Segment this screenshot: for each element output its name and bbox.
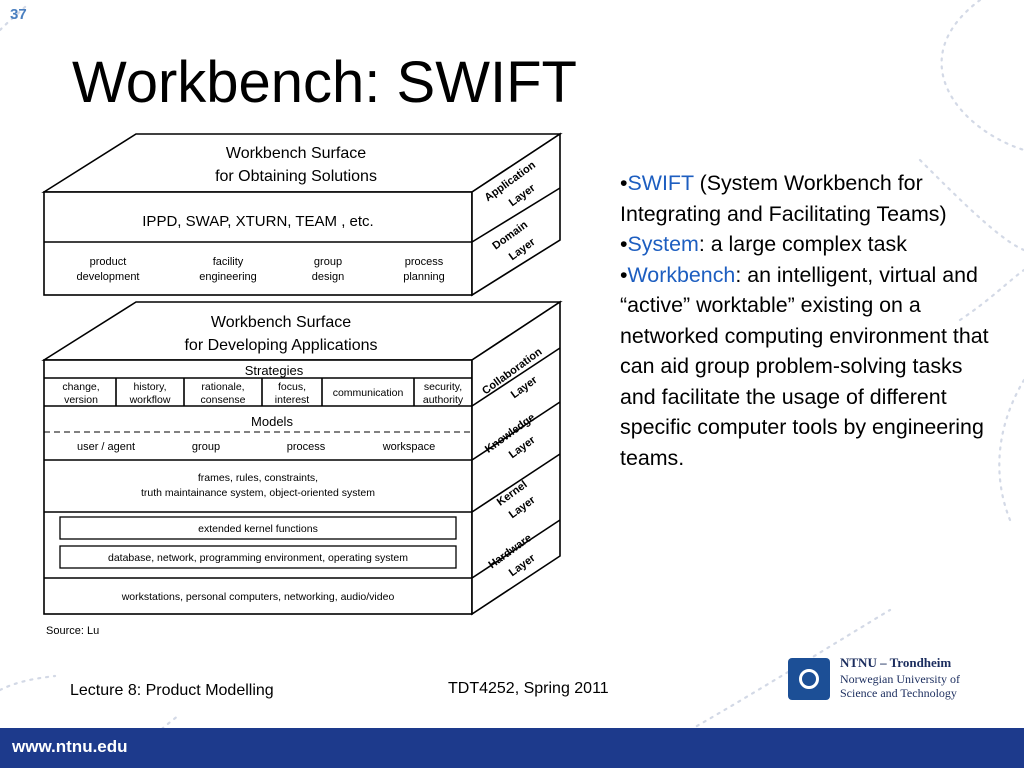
strategies-label: Strategies bbox=[245, 363, 304, 378]
upper-item-2-line2: engineering bbox=[199, 271, 257, 283]
strategy-2-line1: history, bbox=[133, 381, 166, 393]
footer-course: TDT4252, Spring 2011 bbox=[448, 680, 609, 697]
strategy-1-line2: version bbox=[64, 394, 98, 406]
kernel-box-2-text: database, network, programming environme… bbox=[108, 552, 408, 564]
bullet-list: •SWIFT (System Workbench for Integrating… bbox=[620, 168, 1000, 473]
frames-line2: truth maintainance system, object-orient… bbox=[141, 487, 375, 499]
bottom-bar: www.ntnu.edu bbox=[0, 728, 1024, 768]
strategy-3-line2: consense bbox=[201, 394, 246, 406]
bullet-system: •System: a large complex task bbox=[620, 232, 907, 256]
slide-title: Workbench: SWIFT bbox=[72, 50, 577, 115]
upper-item-1-line1: product bbox=[90, 256, 127, 268]
bullet-workbench-term: Workbench bbox=[627, 262, 736, 287]
strategy-5: communication bbox=[333, 387, 404, 399]
bullet-workbench-text: : an intelligent, virtual and “active” w… bbox=[620, 262, 989, 470]
bullet-swift-term: SWIFT bbox=[627, 171, 694, 195]
upper-surface-title-2: for Obtaining Solutions bbox=[215, 168, 377, 185]
kernel-box-1-text: extended kernel functions bbox=[198, 523, 318, 535]
upper-item-3-line1: group bbox=[314, 256, 342, 268]
strategy-4-line1: focus, bbox=[278, 381, 306, 393]
strategy-3-line1: rationale, bbox=[201, 381, 244, 393]
model-4: workspace bbox=[382, 441, 436, 453]
model-2: group bbox=[192, 441, 220, 453]
slide-number: 37 bbox=[10, 6, 27, 23]
frames-line1: frames, rules, constraints, bbox=[198, 472, 318, 484]
ntnu-logo-icon bbox=[788, 658, 830, 700]
lower-surface-title-2: for Developing Applications bbox=[184, 337, 377, 354]
bullet-system-term: System bbox=[627, 232, 699, 256]
strategy-6-line1: security, bbox=[424, 381, 462, 393]
upper-item-4-line1: process bbox=[405, 256, 444, 268]
upper-row-main: IPPD, SWAP, XTURN, TEAM , etc. bbox=[142, 213, 373, 230]
kernel-box-1 bbox=[59, 516, 457, 540]
bullet-workbench: •Workbench: an intelligent, virtual and … bbox=[620, 262, 989, 470]
website-link[interactable]: www.ntnu.edu bbox=[12, 737, 128, 756]
upper-item-4-line2: planning bbox=[403, 271, 445, 283]
logo-line-3: Science and Technology bbox=[840, 686, 957, 700]
lower-side-face bbox=[471, 300, 561, 616]
strategy-6-line2: authority bbox=[423, 394, 464, 406]
kernel-box-2 bbox=[59, 545, 457, 569]
ntnu-logo: NTNU – Trondheim Norwegian University of… bbox=[788, 654, 1000, 704]
bullet-swift-text: (System Workbench for Integrating and Fa… bbox=[620, 171, 947, 226]
diagram-source: Source: Lu bbox=[46, 625, 99, 637]
model-3: process bbox=[287, 441, 326, 453]
strategy-4-line2: interest bbox=[275, 394, 310, 406]
upper-item-1-line2: development bbox=[77, 271, 140, 283]
upper-item-3-line2: design bbox=[312, 271, 344, 283]
footer-lecture: Lecture 8: Product Modelling bbox=[70, 682, 274, 699]
bullet-system-text: : a large complex task bbox=[698, 232, 907, 256]
strategy-1-line1: change, bbox=[62, 381, 99, 393]
upper-surface-title-1: Workbench Surface bbox=[226, 145, 366, 162]
strategy-2-line2: workflow bbox=[129, 394, 171, 406]
upper-item-2-line1: facility bbox=[213, 256, 244, 268]
hardware-text: workstations, personal computers, networ… bbox=[121, 591, 395, 603]
lower-surface-title-1: Workbench Surface bbox=[211, 314, 351, 331]
bullet-swift: •SWIFT (System Workbench for Integrating… bbox=[620, 171, 947, 226]
logo-line-1: NTNU – Trondheim bbox=[840, 655, 952, 670]
logo-line-2: Norwegian University of bbox=[840, 672, 960, 686]
model-1: user / agent bbox=[77, 441, 135, 453]
swift-architecture-diagram: Workbench Surface for Obtaining Solution… bbox=[41, 132, 563, 637]
models-label: Models bbox=[251, 414, 293, 429]
